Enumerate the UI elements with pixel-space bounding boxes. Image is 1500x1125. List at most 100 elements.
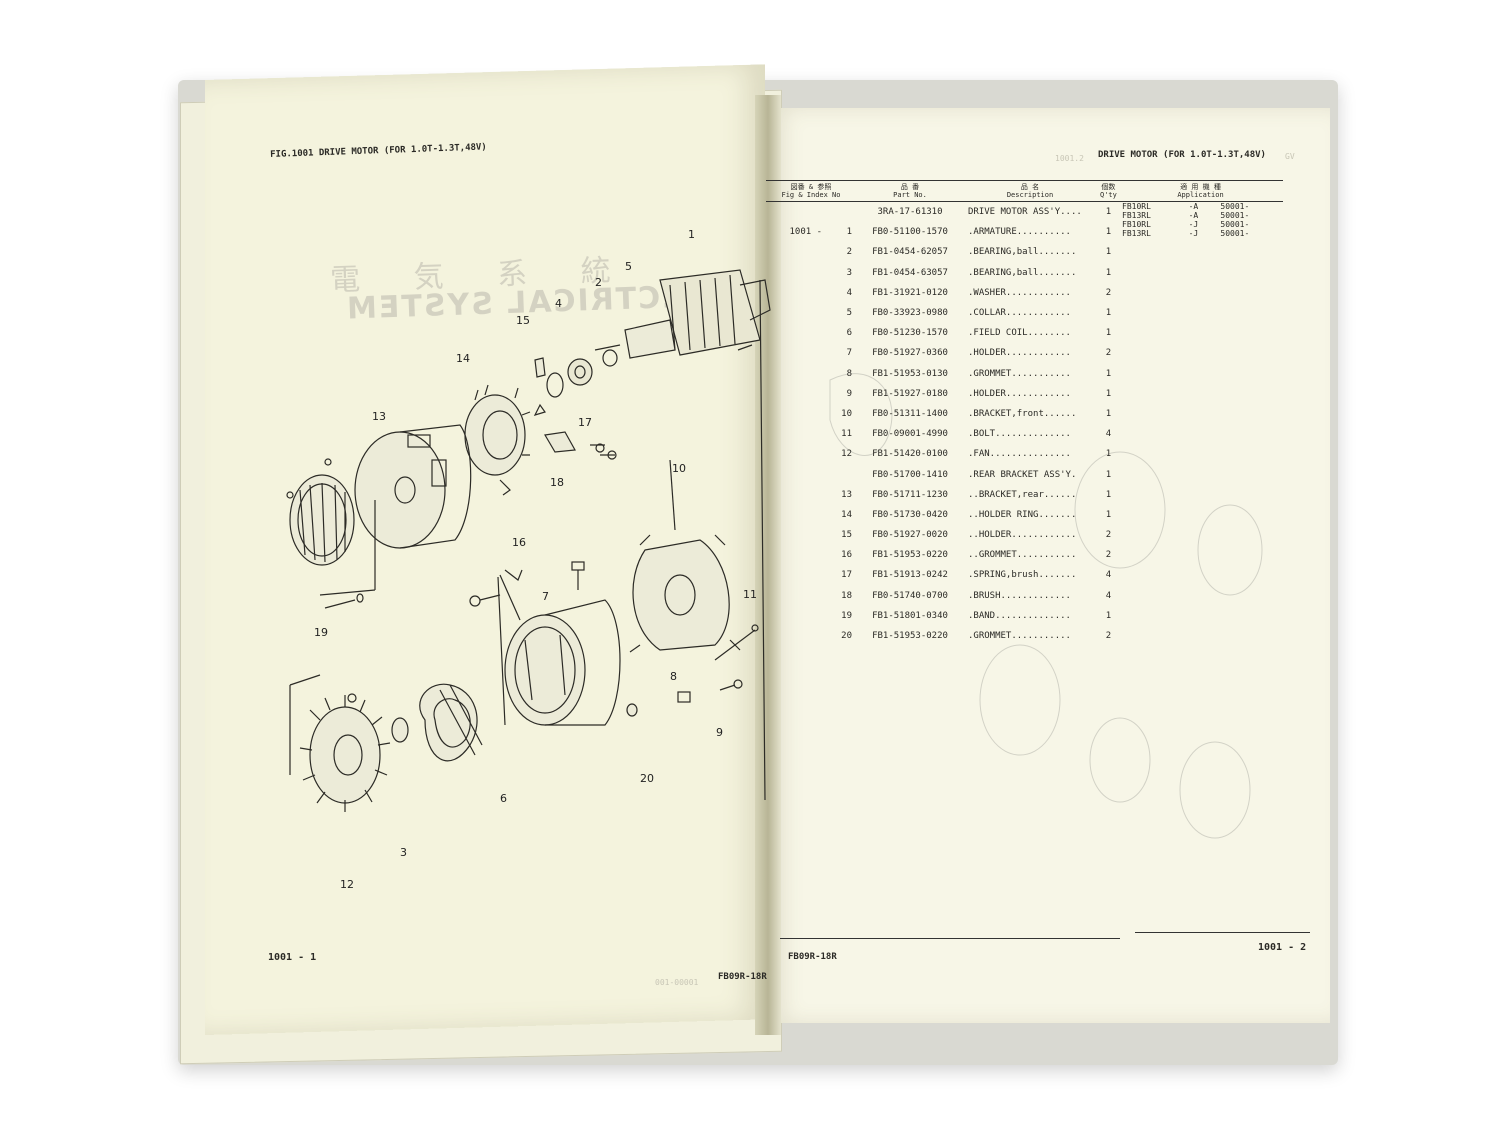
col-desc-en: Description [1006,191,1054,199]
cell-fig-index [766,606,826,626]
cell-description: .REAR BRACKET ASS'Y. [968,469,1077,480]
cell-part-no: FB0-51230-1570 [872,328,948,339]
band-drawing [289,474,355,566]
cell-fig-index [766,525,826,545]
left-ghost-footer: 001-00001 [655,978,699,987]
cell-qty: 1 [1105,610,1112,621]
cell-description: .BOLT.............. [968,429,1071,440]
col-part-jp: 品 番 [900,183,920,191]
callout-5: 5 [625,260,632,273]
col-application: 適 用 機 種 Application [1118,180,1283,202]
cell-qty: 1 [1105,328,1112,339]
callout-16: 16 [512,536,526,549]
callout-11: 11 [743,588,757,601]
cell-part-no: FB1-51913-0242 [872,570,948,581]
application-table-header: 適 用 機 種 Application [1118,180,1283,202]
right-footer-rule-right [1135,932,1310,933]
front-bracket-drawing [629,534,741,653]
right-footer-rule-left [780,938,1120,939]
cell-part-no: FB0-51100-1570 [872,227,948,238]
callout-18: 18 [550,476,564,489]
cell-part-no: FB1-51801-0340 [872,610,948,621]
cell-description: .BEARING,ball....... [968,247,1077,258]
cell-qty: 2 [1105,530,1112,541]
cell-item-no [826,202,856,223]
callout-9: 9 [716,726,723,739]
list-item: FB13RL -A 50001- [1118,211,1283,220]
right-page-number: 1001 - 2 [1258,942,1307,953]
right-page [770,108,1330,1023]
col-app-en: Application [1177,191,1224,199]
cell-description: ..HOLDER............ [968,530,1077,541]
armature-drawing [594,269,771,801]
cell-qty: 2 [1105,287,1112,298]
col-qty-en: Q'ty [1100,191,1117,199]
cell-fig-index [766,323,826,343]
app-suffix: -J [1188,220,1199,229]
cell-fig-index [766,586,826,606]
cell-item-no [826,464,856,484]
cell-part-no: FB0-51927-0360 [872,348,948,359]
cell-part-no: FB1-0454-62057 [872,247,948,258]
cell-description: ..GROMMET........... [968,550,1077,561]
parts-table-header: 図番 & 参照 Fig & Index No 品 番 Part No. 品 名 … [766,180,1121,202]
cell-qty: 1 [1105,247,1112,258]
cell-qty: 1 [1105,408,1112,419]
app-model: FB13RL [1122,229,1151,238]
cell-fig-index [766,242,826,262]
cell-qty: 1 [1105,368,1112,379]
cell-fig-index [766,444,826,464]
field-coil-drawing [419,683,483,762]
yoke-drawing [504,599,621,726]
col-description: 品 名 Description [964,180,1096,202]
cell-description: .GROMMET........... [968,368,1071,379]
col-qty: 個数 Q'ty [1096,180,1121,202]
cell-part-no: FB1-51953-0220 [872,631,948,642]
bleed-through-diagram [829,373,1263,839]
cell-qty: 1 [1105,267,1112,278]
cell-item-no: 17 [841,570,852,581]
cell-fig-index: 1001 - [789,227,822,238]
cell-item-no: 4 [846,287,852,298]
cell-fig-index [766,303,826,323]
cell-item-no: 11 [841,429,852,440]
cell-qty: 1 [1105,469,1112,480]
cell-part-no: FB1-31921-0120 [872,287,948,298]
cell-part-no: FB0-51927-0020 [872,530,948,541]
cell-part-no: FB1-51953-0220 [872,550,948,561]
callout-3: 3 [400,846,407,859]
callout-17: 17 [578,416,592,429]
table-row: 4 FB1-31921-0120 .WASHER............ 2 [766,283,1121,303]
cell-description: .SPRING,brush....... [968,570,1077,581]
cell-item-no: 15 [841,530,852,541]
app-serial: 50001- [1220,211,1250,220]
cell-item-no: 18 [841,590,852,601]
cell-qty: 4 [1105,570,1112,581]
rear-bracket-drawing [354,424,472,549]
callout-14: 14 [456,352,470,365]
table-row: 15 FB0-51927-0020 ..HOLDER............ 2 [766,525,1121,545]
cell-qty: 2 [1105,348,1112,359]
cell-description: .BRACKET,front...... [968,408,1077,419]
col-fig-index: 図番 & 参照 Fig & Index No [766,180,856,202]
cell-fig-index [766,384,826,404]
app-suffix: -A [1188,211,1199,220]
callout-13: 13 [372,410,386,423]
app-model: FB13RL [1122,211,1151,220]
app-serial: 50001- [1220,202,1250,211]
cell-description: .WASHER............ [968,287,1071,298]
callout-6: 6 [500,792,507,805]
